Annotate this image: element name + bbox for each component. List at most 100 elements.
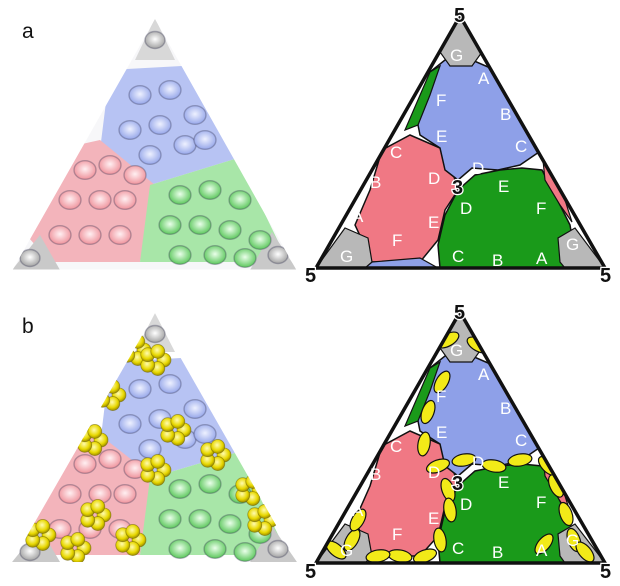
green-label-b: B [492, 251, 503, 270]
yellow-ring-lobe [150, 344, 166, 359]
red-label-b: B [370, 173, 381, 192]
yellow-ellipse [443, 497, 457, 523]
red-label-c: C [390, 143, 402, 162]
red-label-c-b: C [390, 437, 402, 456]
yellow-ring-lobe [210, 439, 226, 454]
yellow-ring-lobe [245, 474, 261, 489]
blue-subunit-blob [183, 104, 207, 126]
red-subunit-blob [123, 164, 147, 186]
yellow-ring-lobe [87, 424, 103, 439]
green-label-f-b: F [536, 493, 546, 512]
blue-subunit-blob [118, 413, 142, 435]
blue-subunit-blob [183, 398, 207, 420]
blue-label-f-b: F [436, 387, 446, 406]
green-subunit-blob [168, 478, 192, 500]
blue-label-d: D [472, 159, 484, 178]
red-subunit-blob [73, 453, 97, 475]
green-label-a: A [536, 249, 548, 268]
vertex-right-b: 5 [600, 561, 611, 583]
yellow-ring-lobe [105, 379, 121, 394]
green-subunit-blob [168, 538, 192, 560]
vertex-left-a: 5 [305, 265, 316, 287]
blue-label-c-b: C [515, 431, 527, 450]
yellow-ring-lobe [125, 524, 141, 539]
vertex-right-a: 5 [600, 265, 611, 287]
red-label-f: F [392, 231, 402, 250]
green-subunit-blob [203, 538, 227, 560]
blue-subunit-blob [193, 423, 217, 445]
red-label-e: E [428, 213, 439, 232]
yellow-ellipses [325, 331, 595, 563]
gray-label-left-b: G [340, 541, 353, 560]
blue-subunit-blob [128, 378, 152, 400]
gray-subunit-blob [144, 324, 166, 344]
gray-subunit-blob [267, 539, 289, 559]
blue-label-e: E [436, 127, 447, 146]
green-subunit-blob [203, 244, 227, 266]
green-subunit-blob [218, 219, 242, 241]
blue-label-d-b: D [472, 453, 484, 472]
vertex-center-b: 3 [452, 473, 463, 495]
red-subunit-blob [58, 483, 82, 505]
yellow-ellipse [425, 458, 451, 474]
green-subunit-blob [168, 244, 192, 266]
red-subunit-blob [108, 224, 132, 246]
green-label-d: D [460, 199, 472, 218]
vertex-center-a: 3 [452, 177, 463, 199]
yellow-ellipse [433, 527, 447, 553]
vertex-left-b: 5 [305, 561, 316, 583]
yellow-ring-lobe [90, 499, 106, 514]
green-label-c: C [452, 247, 464, 266]
blue-subunit-blob [128, 84, 152, 106]
panel-b-label: b [22, 315, 34, 338]
yellow-ellipse [575, 541, 595, 563]
green-subunit-blob [233, 541, 257, 562]
panel-a-blobs [19, 30, 289, 269]
subunit-labels-b: A B C D E F A B C D E F A B C D E F G G … [340, 341, 579, 562]
yellow-ellipse [417, 431, 431, 457]
panel-a-render [12, 18, 297, 270]
red-subunit-blob [98, 448, 122, 470]
red-subunit-blob [58, 189, 82, 211]
yellow-ring-lobe [170, 414, 186, 429]
blue-subunit-blob [158, 79, 182, 101]
green-subunit-blob [158, 214, 182, 236]
gray-label-top: G [450, 46, 463, 65]
green-label-a-b: A [536, 541, 548, 560]
green-label-e-b: E [498, 473, 509, 492]
blue-subunit-blob [138, 144, 162, 166]
gray-corner-left [316, 227, 373, 268]
yellow-ellipse [451, 453, 477, 467]
blue-label-c: C [515, 137, 527, 156]
green-label-c-b: C [452, 539, 464, 558]
red-label-e-b: E [428, 509, 439, 528]
blue-label-b-b: B [500, 399, 511, 418]
gray-subunit-blob [144, 30, 166, 50]
yellow-ring-lobe [95, 392, 111, 408]
blue-subunit-blob [173, 134, 197, 156]
yellow-ellipse [534, 533, 554, 555]
yellow-ellipse [349, 508, 367, 532]
red-subunit-blob [98, 154, 122, 176]
vertex-top-b: 5 [454, 302, 465, 324]
blue-label-b: B [500, 105, 511, 124]
green-subunit-blob [168, 184, 192, 206]
blue-label-a: A [478, 69, 490, 88]
yellow-ring-lobe [120, 337, 136, 353]
red-subunit-blob [48, 224, 72, 246]
blue-label-e-b: E [436, 423, 447, 442]
green-label-d-b: D [460, 495, 472, 514]
red-subunit-blob [73, 159, 97, 181]
panel-b-blobs [19, 324, 289, 562]
triangle-outline-b [312, 308, 609, 565]
yellow-ring-lobe [150, 454, 166, 469]
blue-label-a-b: A [478, 365, 490, 384]
green-label-f: F [536, 199, 546, 218]
green-subunit-blob [158, 508, 182, 530]
blue-subunit-blob [193, 129, 217, 151]
red-label-a: A [352, 207, 364, 226]
red-subunit-blob [113, 189, 137, 211]
green-subunit-blob [218, 513, 242, 535]
yellow-ring-lobe [120, 347, 136, 363]
green-subunit-blob [233, 247, 257, 269]
